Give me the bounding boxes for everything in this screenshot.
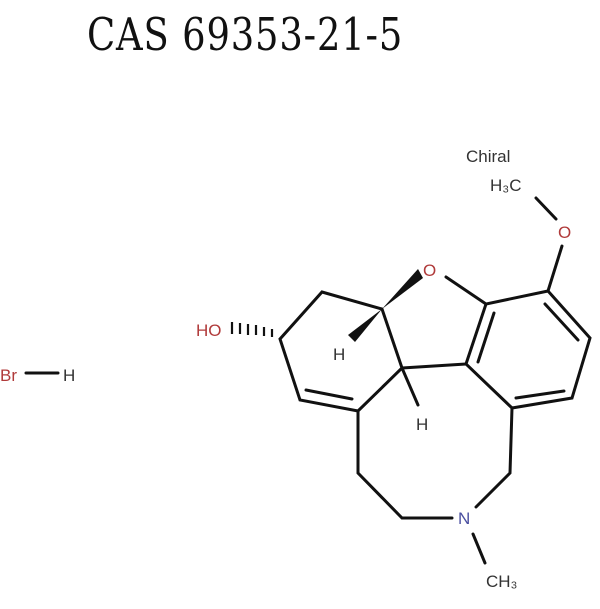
n-methyl-bond (471, 532, 487, 565)
hydrogen-1-label: H (333, 345, 345, 364)
methoxy-c-o-bond (534, 196, 558, 221)
cyclohexene-double (304, 388, 354, 401)
aromatic-ring (464, 289, 592, 410)
wedge-bond-h (348, 309, 382, 342)
aromatic-double-2 (514, 389, 566, 400)
hashed-bond-oh (230, 322, 274, 337)
ring-oxygen-label: O (423, 261, 436, 280)
methoxy-o-ring-bond (546, 244, 564, 293)
hydroxyl-label: HO (196, 321, 222, 340)
azepine-left (356, 409, 454, 520)
hydrogen-label: H (63, 366, 75, 385)
nitrogen-label: N (458, 509, 470, 528)
c-aryl-bond (400, 362, 468, 370)
methyl-h3c-label: H₃C (490, 176, 521, 195)
wedge-bond-o (382, 269, 423, 309)
methoxy-oxygen-label: O (558, 223, 571, 242)
n-methyl-label: CH₃ (486, 572, 517, 591)
aromatic-double-1 (543, 302, 580, 342)
bromine-label: Br (0, 366, 17, 385)
azepine-right (474, 406, 514, 509)
o-aryl-bond (444, 275, 488, 306)
aromatic-double-3 (476, 311, 496, 364)
hydrogen-2-label: H (416, 415, 428, 434)
chiral-label: Chiral (466, 147, 510, 166)
cas-title: CAS 69353-21-5 (87, 8, 404, 61)
c-h-bond (400, 366, 420, 407)
